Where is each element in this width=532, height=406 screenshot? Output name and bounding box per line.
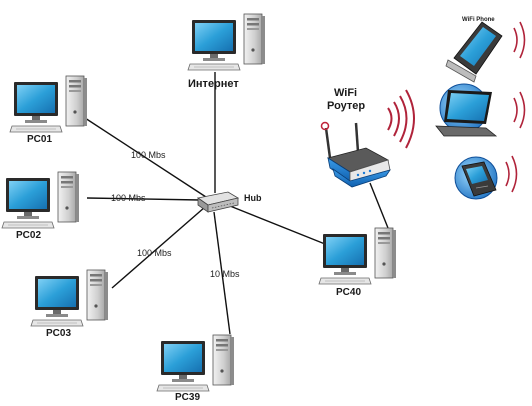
pc02-label: PC02 (16, 230, 41, 241)
link-pc01-hub (84, 117, 207, 198)
desktop-computer-icon (318, 227, 397, 285)
network-hub-icon (197, 191, 240, 213)
link-router-pc40 (369, 182, 389, 229)
pc39-label: PC39 (175, 392, 200, 403)
wifi-phone-label: WiFi Phone (462, 17, 495, 23)
pc39-speed-label: 10 Mbs (210, 269, 240, 279)
pc40-label: PC40 (336, 287, 361, 298)
desktop-computer-icon (187, 13, 266, 71)
link-pc02-hub (86, 197, 201, 201)
hub-label: Hub (244, 193, 262, 203)
router-label-line1: WiFi (334, 87, 357, 99)
link-pc40-hub (229, 205, 326, 245)
desktop-computer-icon (9, 75, 88, 133)
pda-icon (445, 21, 503, 83)
link-pc39-hub (213, 211, 231, 335)
pc03-speed-label: 100 Mbs (137, 248, 172, 258)
wifi-router-icon (320, 121, 391, 188)
wifi-signal-icon (387, 89, 415, 149)
link-pc03-hub (111, 206, 206, 289)
connections (84, 72, 389, 335)
internet-label: Интернет (188, 78, 239, 90)
wifi-signal-icon (505, 21, 526, 193)
pc01-label: PC01 (27, 134, 52, 145)
pc02-speed-label: 100 Mbs (111, 193, 146, 203)
desktop-computer-icon (156, 334, 235, 392)
router-label-line2: Роутер (327, 100, 365, 112)
pc01-speed-label: 100 Mbs (131, 150, 166, 160)
desktop-computer-icon (30, 269, 109, 327)
laptop-icon (435, 83, 498, 137)
mobile-phone-icon (454, 156, 498, 200)
pc03-label: PC03 (46, 328, 71, 339)
desktop-computer-icon (1, 171, 80, 229)
